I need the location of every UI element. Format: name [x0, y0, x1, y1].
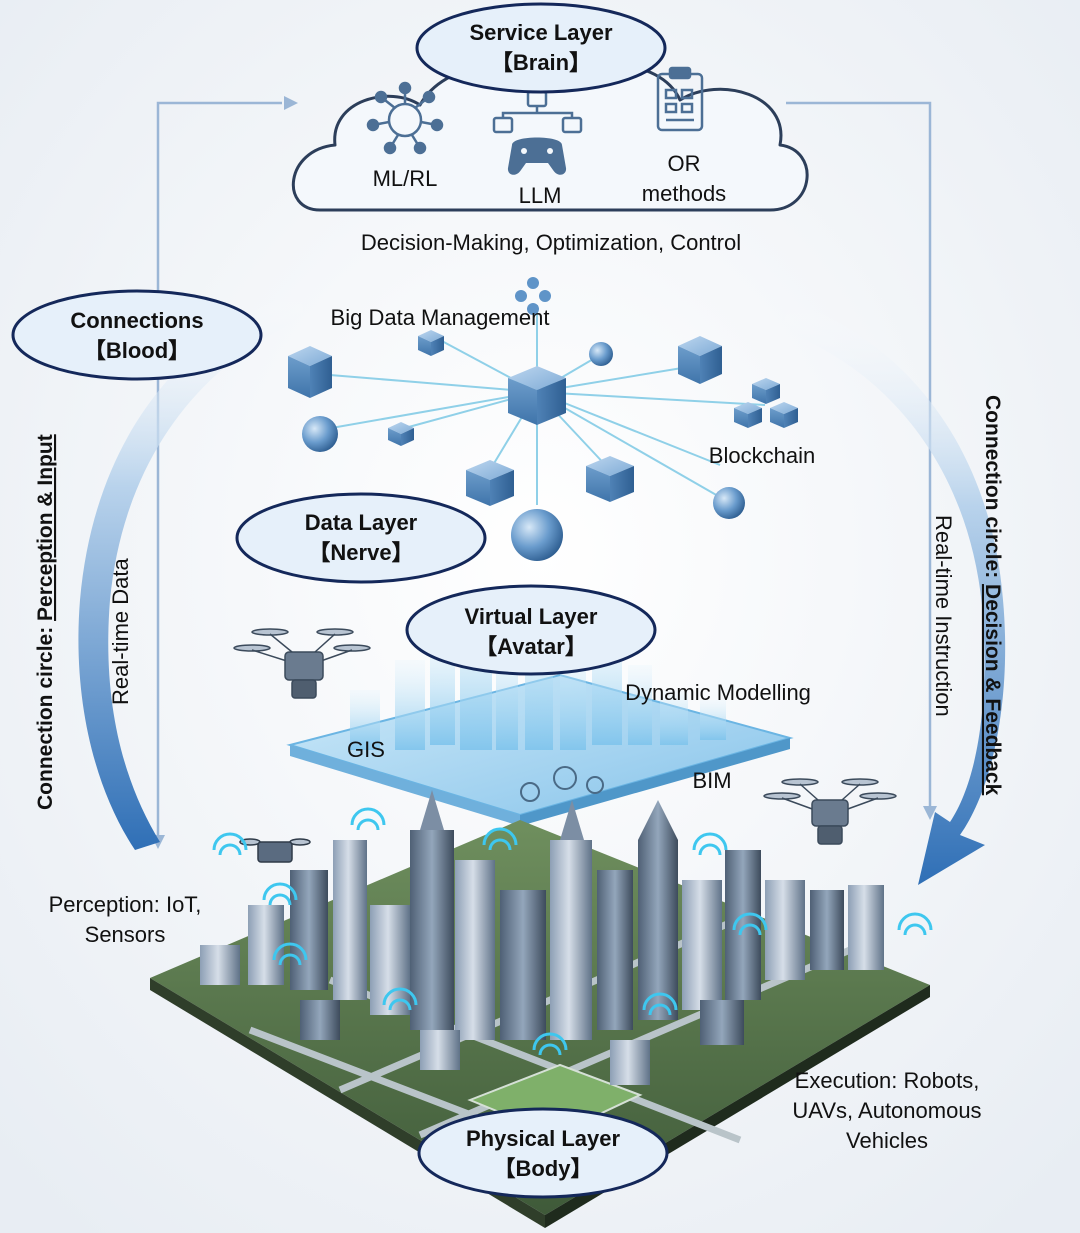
- dynamic-modelling-label: Dynamic Modelling: [625, 680, 811, 705]
- data-cube: [586, 456, 634, 502]
- physical-layer-title: Physical Layer: [466, 1126, 621, 1151]
- small-drone-icon: [239, 838, 311, 863]
- city-buildings: [200, 790, 884, 1085]
- right-circle-emphasis: Decision & Feedback: [981, 584, 1004, 796]
- right-flow-line: [786, 101, 937, 820]
- right-connection-circle-label: Connection circle: Decision & Feedback: [981, 395, 1004, 796]
- ml-rl-label: ML/RL: [373, 166, 438, 191]
- central-data-cube: [508, 366, 566, 425]
- left-circle-prefix: Connection circle:: [34, 621, 57, 810]
- bim-label: BIM: [692, 768, 731, 793]
- drone-icon: [763, 778, 897, 845]
- service-layer-title: Service Layer: [469, 20, 613, 45]
- drone-icon: [233, 628, 371, 699]
- physical-layer-oval: Physical Layer 【Body】: [417, 1107, 669, 1199]
- left-flow-label: Real-time Data: [108, 558, 133, 705]
- execution-label-line2: UAVs, Autonomous: [792, 1098, 981, 1123]
- data-layer-subtitle: 【Nerve】: [308, 540, 413, 565]
- blockchain-label: Blockchain: [709, 443, 815, 468]
- data-cube: [678, 336, 722, 384]
- or-label-line2: methods: [642, 181, 726, 206]
- data-cube: [388, 422, 414, 446]
- connections-oval: Connections 【Blood】: [11, 289, 263, 381]
- perception-label-line2: Sensors: [85, 922, 166, 947]
- data-network-lines: [319, 305, 766, 505]
- data-sphere: [302, 416, 338, 452]
- data-sphere: [713, 487, 745, 519]
- virtual-layer-title: Virtual Layer: [465, 604, 598, 629]
- connections-subtitle: 【Blood】: [84, 338, 190, 363]
- execution-label-line3: Vehicles: [846, 1128, 928, 1153]
- gamepad-icon: [492, 90, 583, 175]
- neural-network-icon: [366, 81, 444, 155]
- clipboard-icon: [656, 66, 704, 132]
- data-sphere: [589, 342, 613, 366]
- gear-icon: [520, 766, 604, 802]
- physical-layer-subtitle: 【Body】: [493, 1156, 592, 1181]
- right-connection-arc: [782, 300, 1006, 885]
- blockchain-cubes: [734, 378, 798, 428]
- right-flow-label: Real-time Instruction: [931, 515, 956, 717]
- arrowhead-down-icon: [923, 806, 937, 820]
- data-layer-oval: Data Layer 【Nerve】: [235, 492, 487, 584]
- execution-label-line1: Execution: Robots,: [795, 1068, 980, 1093]
- virtual-layer-oval: Virtual Layer 【Avatar】: [405, 584, 657, 676]
- virtual-layer-subtitle: 【Avatar】: [475, 634, 587, 659]
- service-layer-oval: Service Layer 【Brain】: [415, 2, 667, 94]
- left-circle-emphasis: Perception & Input: [34, 434, 57, 621]
- service-caption: Decision-Making, Optimization, Control: [361, 230, 741, 255]
- arrowhead-right-icon: [284, 96, 298, 110]
- data-cube: [288, 346, 332, 398]
- data-layer-title: Data Layer: [305, 510, 418, 535]
- connections-title: Connections: [70, 308, 203, 333]
- data-cube: [466, 460, 514, 506]
- service-layer-subtitle: 【Brain】: [491, 50, 591, 75]
- wifi-icon: [212, 807, 933, 1056]
- data-sphere: [511, 509, 563, 561]
- data-cube: [418, 330, 444, 356]
- perception-label-line1: Perception: IoT,: [49, 892, 202, 917]
- right-circle-prefix: Connection circle:: [981, 395, 1004, 584]
- or-label-line1: OR: [668, 151, 701, 176]
- left-connection-circle-label: Connection circle: Perception & Input: [34, 434, 57, 810]
- big-data-label: Big Data Management: [331, 305, 550, 330]
- llm-label: LLM: [519, 183, 562, 208]
- left-connection-arc: [78, 290, 306, 850]
- gis-label: GIS: [347, 737, 385, 762]
- molecule-icon: [515, 277, 551, 315]
